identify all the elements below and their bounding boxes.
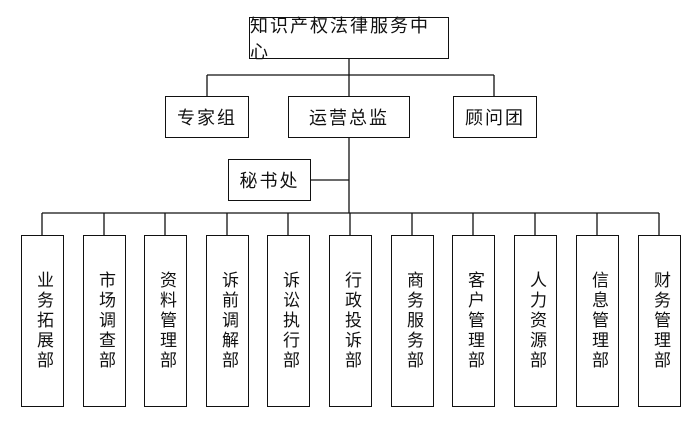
node-department-11-label: 财务管理部	[650, 271, 670, 371]
node-operations-director: 运营总监	[288, 96, 410, 138]
node-department-5: 诉讼执行部	[267, 235, 310, 407]
node-department-5-label: 诉讼执行部	[279, 271, 299, 371]
node-expert-group-label: 专家组	[177, 108, 237, 129]
node-department-11: 财务管理部	[638, 235, 681, 407]
node-department-6: 行政投诉部	[329, 235, 372, 407]
node-department-4-label: 诉前调解部	[218, 271, 238, 371]
node-department-4: 诉前调解部	[206, 235, 249, 407]
node-department-1-label: 业务拓展部	[33, 271, 53, 371]
node-department-9: 人力资源部	[514, 235, 557, 407]
node-department-3-label: 资料管理部	[156, 271, 176, 371]
node-expert-group: 专家组	[165, 96, 249, 138]
node-department-10-label: 信息管理部	[588, 271, 608, 371]
node-department-1: 业务拓展部	[21, 235, 64, 407]
node-root-label: 知识产权法律服务中心	[250, 16, 430, 63]
node-department-2-label: 市场调查部	[95, 271, 115, 371]
node-department-7: 商务服务部	[391, 235, 434, 407]
node-advisory-group-label: 顾问团	[465, 108, 525, 129]
node-department-7-label: 商务服务部	[403, 271, 423, 371]
node-department-8: 客户管理部	[452, 235, 495, 407]
node-secretariat: 秘书处	[228, 159, 311, 201]
node-department-6-label: 行政投诉部	[341, 271, 361, 371]
node-department-3: 资料管理部	[144, 235, 187, 407]
node-root: 知识产权法律服务中心	[249, 16, 449, 63]
node-department-10: 信息管理部	[576, 235, 619, 407]
node-advisory-group: 顾问团	[453, 96, 537, 138]
node-department-8-label: 客户管理部	[464, 271, 484, 371]
node-department-2: 市场调查部	[83, 235, 126, 407]
node-operations-director-label: 运营总监	[309, 108, 389, 129]
node-secretariat-label: 秘书处	[239, 171, 300, 192]
node-department-9-label: 人力资源部	[526, 271, 546, 371]
